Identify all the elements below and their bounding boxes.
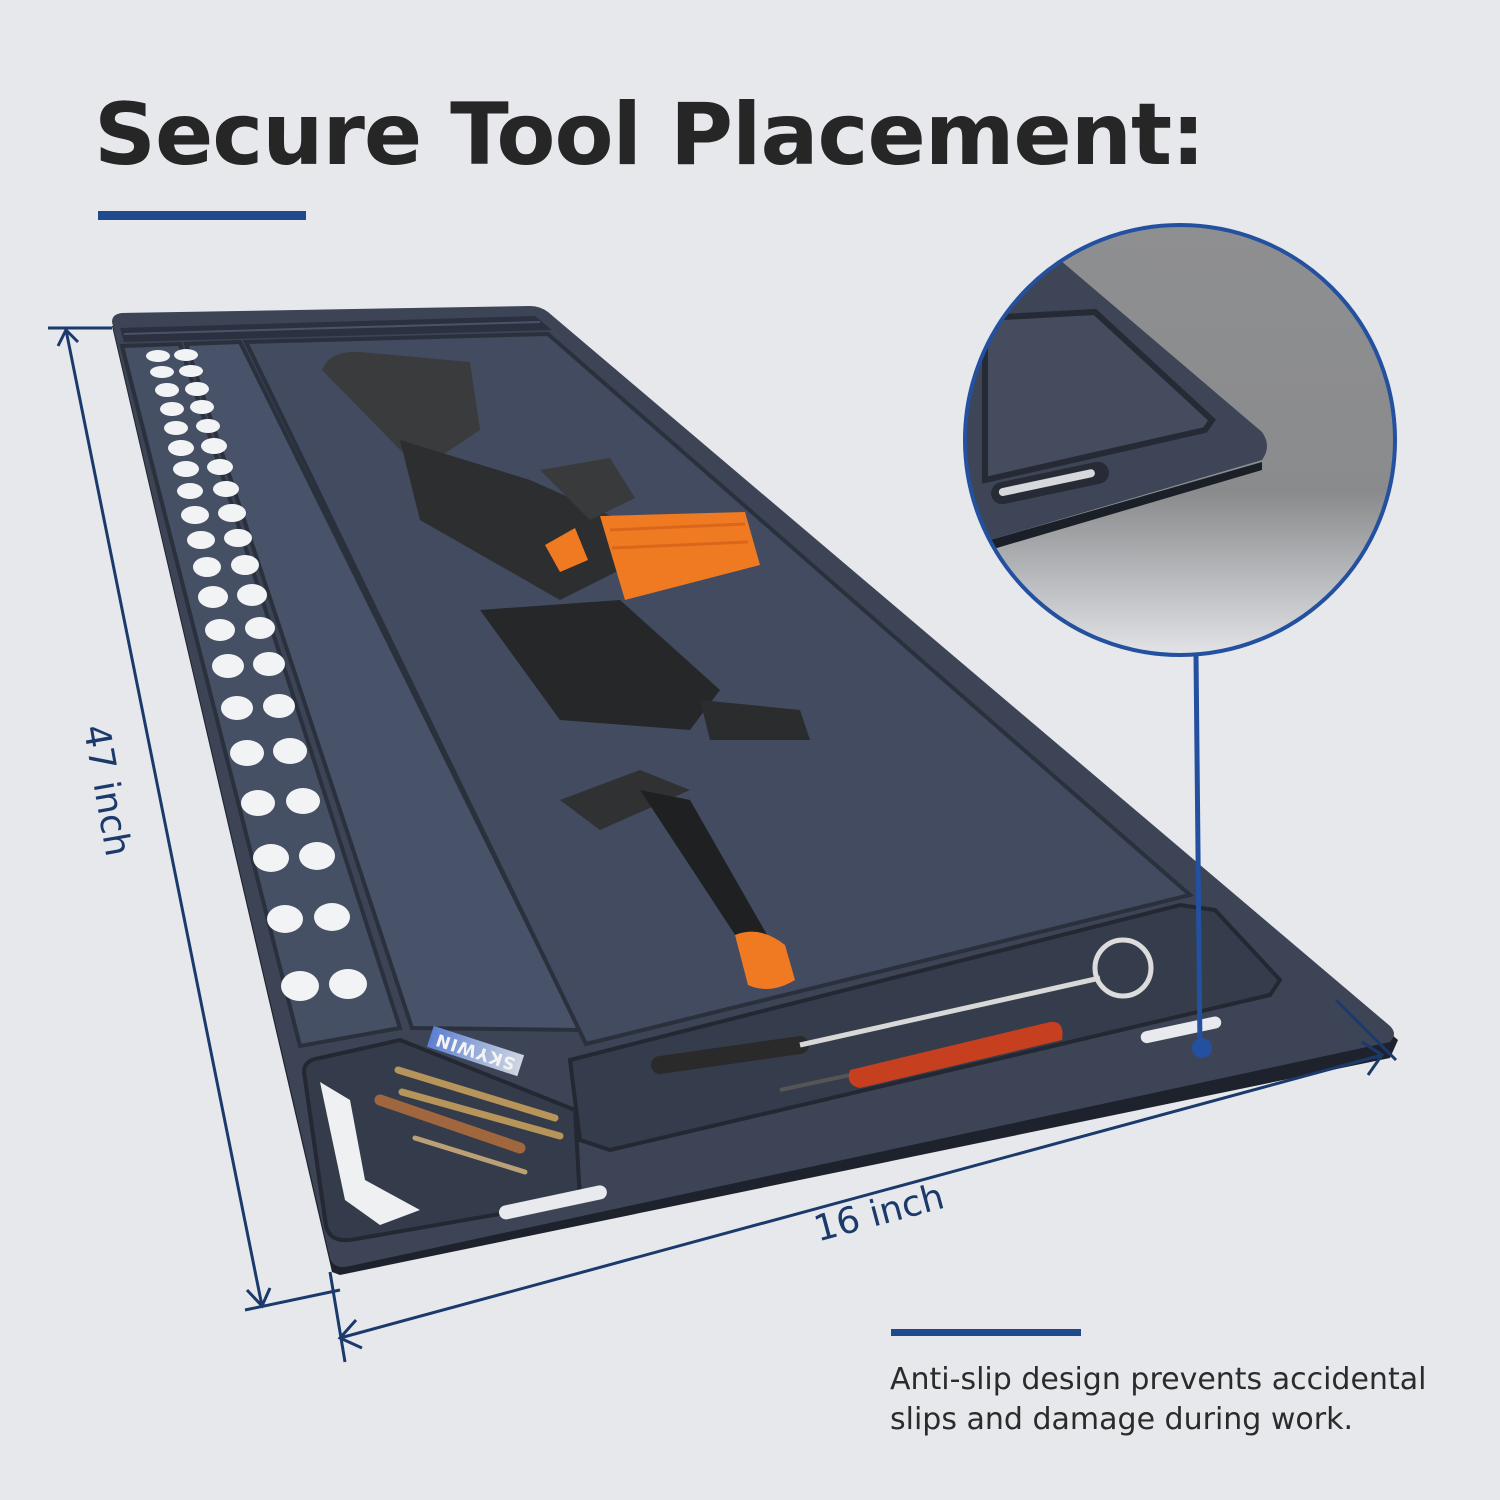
feature-caption: Anti-slip design prevents accidental sli…	[890, 1362, 1427, 1437]
cleaning-rods-image	[320, 1066, 564, 1225]
screwdriver-image	[779, 1021, 1063, 1092]
title-underline	[98, 211, 306, 220]
page-title: Secure Tool Placement:	[94, 85, 1205, 185]
magnetic-dots	[146, 349, 367, 1001]
caption-accent-bar	[891, 1329, 1081, 1336]
bore-brush-image	[651, 937, 1154, 1074]
detail-callout	[963, 223, 1397, 1058]
rifle-image	[322, 351, 810, 989]
dimension-lines	[48, 326, 1398, 1363]
